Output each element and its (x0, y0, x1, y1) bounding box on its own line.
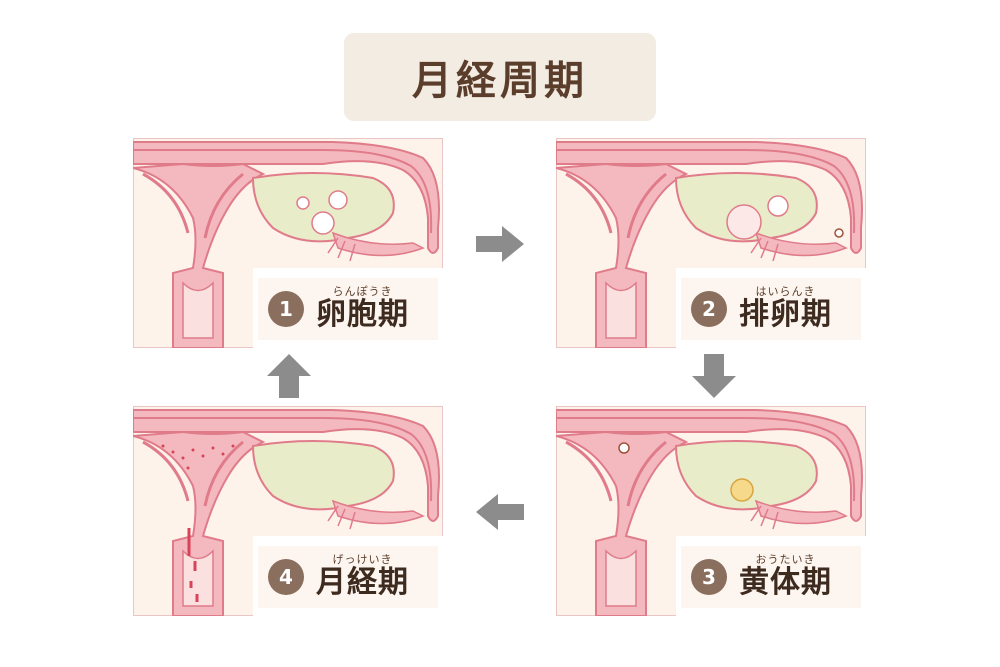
diagram-title: 月経周期 (412, 58, 588, 104)
phase-number-badge: 3 (691, 559, 727, 595)
uterus-illustration-luteal (556, 406, 866, 616)
phase-name: 卵胞期 (316, 297, 409, 332)
arrow-left-icon (476, 494, 524, 530)
title-box: 月経周期 (344, 33, 656, 121)
phase-panel-1: 1 らんぽうき 卵胞期 (133, 138, 443, 348)
arrow-up-icon (267, 354, 311, 398)
uterus-illustration-menstrual (133, 406, 443, 616)
phase-ruby: らんぽうき (332, 285, 393, 298)
arrow-right-icon (476, 226, 524, 262)
phase-name: 黄体期 (739, 565, 832, 600)
phase-panel-4: 4 げっけいき 月経期 (133, 406, 443, 616)
uterus-illustration-ovulation (556, 138, 866, 348)
phase-number-badge: 4 (268, 559, 304, 595)
phase-panel-3: 3 おうたいき 黄体期 (556, 406, 866, 616)
phase-name: 排卵期 (739, 297, 832, 332)
phase-label-3: 3 おうたいき 黄体期 (681, 546, 861, 608)
phase-ruby: おうたいき (755, 553, 816, 566)
phase-ruby: はいらんき (755, 285, 816, 298)
phase-label-1: 1 らんぽうき 卵胞期 (258, 278, 438, 340)
phase-ruby: げっけいき (332, 553, 393, 566)
phase-label-2: 2 はいらんき 排卵期 (681, 278, 861, 340)
uterus-illustration-follicular (133, 138, 443, 348)
arrow-down-icon (692, 354, 736, 398)
phase-number-badge: 2 (691, 291, 727, 327)
phase-name: 月経期 (316, 565, 409, 600)
phase-number-badge: 1 (268, 291, 304, 327)
phase-label-4: 4 げっけいき 月経期 (258, 546, 438, 608)
phase-panel-2: 2 はいらんき 排卵期 (556, 138, 866, 348)
